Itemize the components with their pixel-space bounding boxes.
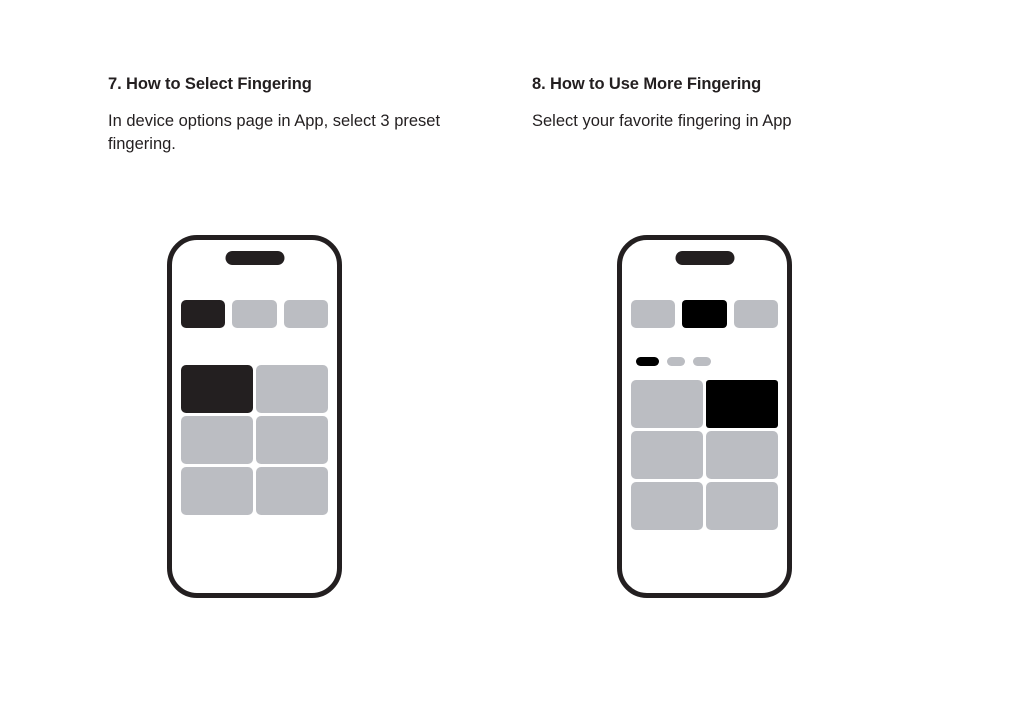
phone-mockup-step-8 [617,235,792,598]
favorite-cell-3[interactable] [631,431,703,479]
fingering-cell-1[interactable] [181,365,253,413]
favorite-tab-3[interactable] [733,300,778,328]
step-7-heading: 7. How to Select Fingering [108,75,312,93]
favorite-cell-1[interactable] [631,380,703,428]
preset-tab-3[interactable] [283,300,328,328]
phone-screen-step-8 [622,240,787,593]
fingering-cell-3[interactable] [181,416,253,464]
favorite-cell-2[interactable] [706,380,778,428]
fingering-grid [181,365,328,515]
preset-tab-1[interactable] [181,300,226,328]
fingering-cell-6[interactable] [256,467,328,515]
page-indicator-row [636,357,711,366]
page-indicator-1[interactable] [636,357,659,366]
preset-tab-row [181,300,328,328]
phone-screen-step-7 [172,240,337,593]
dynamic-island-icon [675,251,734,265]
step-7-body: In device options page in App, select 3 … [108,112,441,153]
phone-mockup-step-7 [167,235,342,598]
step-7-column: 7. How to Select Fingering In device opt… [108,74,508,156]
page-indicator-2[interactable] [667,357,685,366]
step-8-body: Select your favorite fingering in App [532,112,792,130]
favorite-tab-2[interactable] [682,300,727,328]
fingering-cell-5[interactable] [181,467,253,515]
preset-tab-2[interactable] [232,300,277,328]
favorite-cell-6[interactable] [706,482,778,530]
fingering-cell-4[interactable] [256,416,328,464]
favorite-fingering-grid [631,380,778,530]
step-8-column: 8. How to Use More Fingering Select your… [532,74,932,133]
favorite-tab-1[interactable] [631,300,676,328]
step-8-heading: 8. How to Use More Fingering [532,75,762,93]
fingering-cell-2[interactable] [256,365,328,413]
favorite-cell-4[interactable] [706,431,778,479]
favorite-cell-5[interactable] [631,482,703,530]
page-indicator-3[interactable] [693,357,711,366]
dynamic-island-icon [225,251,284,265]
favorite-tab-row [631,300,778,328]
